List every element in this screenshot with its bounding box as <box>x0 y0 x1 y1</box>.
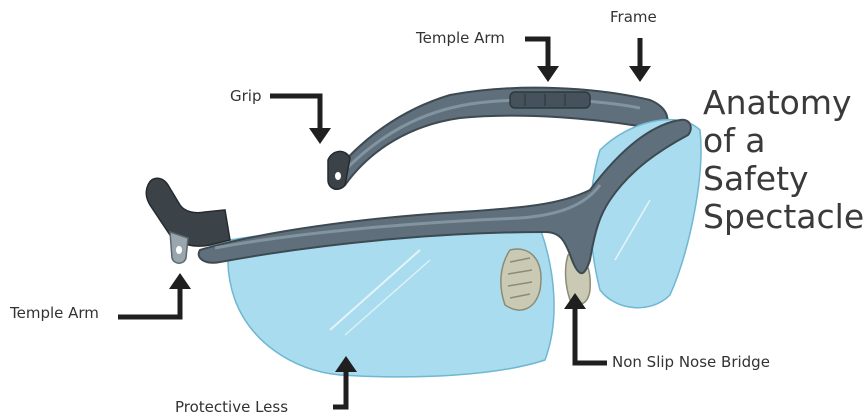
label-protective-lens: Protective Less <box>175 400 288 415</box>
label-grip: Grip <box>230 89 261 104</box>
arrow-temple-arm-top <box>525 39 548 70</box>
title-line-3: Spectacle <box>703 198 868 236</box>
diagram-title: Anatomy of a Safety Spectacle <box>703 84 868 236</box>
title-line-2: of a Safety <box>703 122 868 198</box>
label-frame: Frame <box>610 10 657 25</box>
arrow-temple-arm-left <box>118 285 180 317</box>
label-temple-arm-left: Temple Arm <box>10 306 99 321</box>
label-non-slip-nose-bridge: Non Slip Nose Bridge <box>612 355 770 370</box>
arrow-nose-bridge <box>575 305 607 363</box>
top-grip <box>510 92 590 108</box>
title-line-1: Anatomy <box>703 84 868 122</box>
near-temple-arm <box>146 178 230 246</box>
arrow-grip <box>270 96 320 132</box>
nose-pad-left <box>501 249 541 310</box>
label-temple-arm-top: Temple Arm <box>416 31 505 46</box>
